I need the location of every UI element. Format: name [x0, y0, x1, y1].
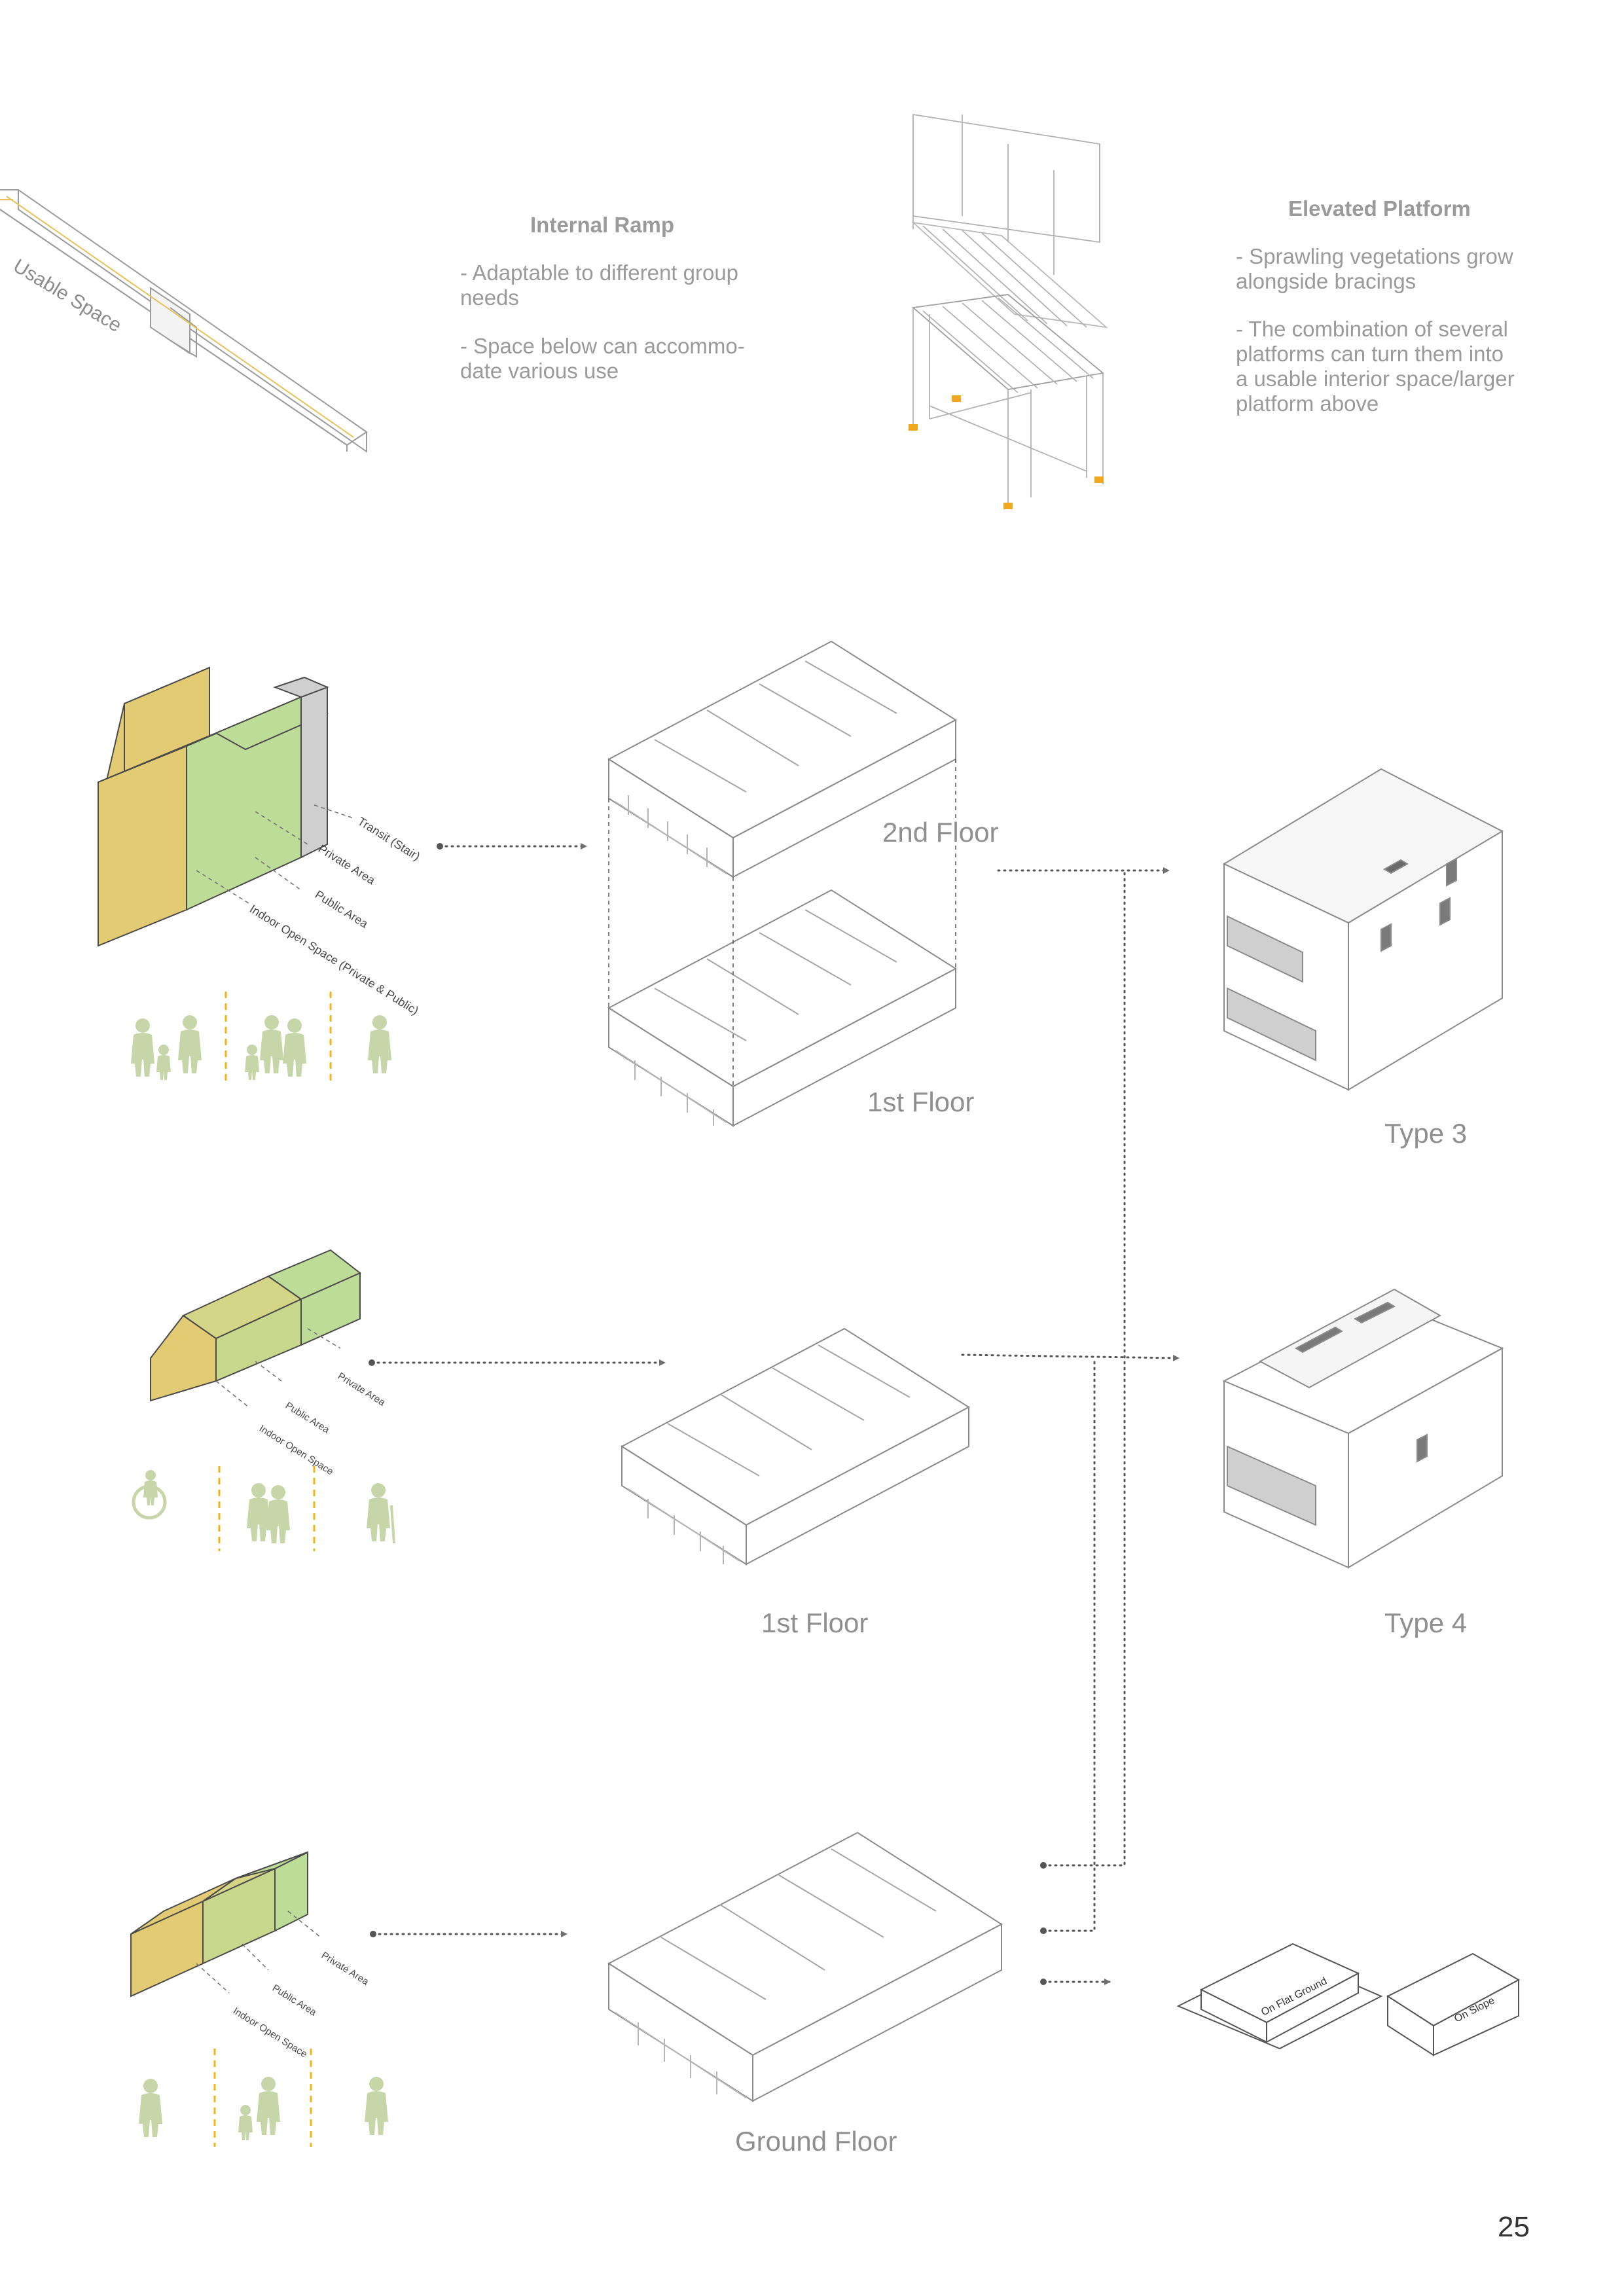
people-single-adult-3	[365, 2077, 388, 2135]
people-group-parent-child	[238, 2077, 280, 2140]
elevated-platform-bullet-2: - The combination of several platforms c…	[1236, 317, 1515, 416]
plan-connector-dashes	[608, 759, 956, 1086]
elevated-platform-bullet-1: - Sprawling vegetations grow alongside b…	[1236, 244, 1513, 293]
site-on-flat-ground	[1176, 1943, 1383, 2050]
separator-line	[218, 1466, 316, 1551]
elevated-platform-diagram	[911, 113, 1108, 504]
internal-ramp-bullet-2: - Space below can accommo- date various …	[460, 334, 745, 383]
massing-block-type3	[98, 666, 329, 947]
massing-leader-lines-type3	[196, 804, 354, 904]
arrow-plan2-to-type4	[961, 1354, 1180, 1361]
type-3-label: Type 3	[1384, 1118, 1468, 1149]
page-number: 25	[1498, 2211, 1530, 2243]
massing-block-ground	[130, 1851, 308, 1998]
label-indoor-open-space-3: Indoor Open Space	[231, 2005, 309, 2060]
label-indoor-open-space-1-line1: Indoor Open Space (Private & Public)	[247, 902, 421, 1017]
plan-1st-floor-type3	[607, 889, 957, 1127]
label-indoor-open-space-1: Indoor Open Space (Private & Public)	[247, 902, 421, 1017]
label-transit-stair: Transit (Stair)	[355, 814, 422, 863]
internal-ramp-heading: Internal Ramp	[530, 213, 675, 237]
plan-1st-floor-type4	[621, 1327, 970, 1566]
people-single-walker	[139, 2079, 162, 2137]
label-public-area-3: Public Area	[270, 1982, 319, 2018]
massing-block-type4	[150, 1249, 361, 1402]
elevated-platform-heading: Elevated Platform	[1288, 196, 1471, 221]
vertical-connector-a	[1042, 869, 1126, 1867]
people-single-adult	[368, 1015, 391, 1073]
flow-arrows	[370, 843, 1180, 1985]
people-group-family-2	[245, 1015, 306, 1080]
floor-label-2nd-floor: 2nd Floor	[882, 817, 999, 848]
floor-label-1st-floor-middle: 1st Floor	[761, 1607, 869, 1638]
internal-ramp-diagram	[0, 189, 368, 453]
massing-leader-lines-ground	[196, 1910, 321, 1994]
people-group-wheelchair	[132, 1470, 167, 1520]
site-on-slope	[1386, 1952, 1521, 2056]
people-group-couple	[247, 1483, 290, 1543]
internal-ramp-bullet-1: - Adaptable to different group needs	[460, 260, 739, 310]
label-private-area-3: Private Area	[319, 1950, 371, 1988]
type-4-label: Type 4	[1384, 1607, 1468, 1638]
massing-leader-lines-type4	[215, 1328, 341, 1408]
people-group-family	[131, 1015, 202, 1080]
platform-footings	[909, 395, 1104, 509]
people-elderly-with-cane	[367, 1483, 395, 1544]
label-private-area-2: Private Area	[336, 1371, 388, 1408]
separator-line	[213, 2049, 312, 2147]
floor-label-ground-floor: Ground Floor	[735, 2126, 897, 2157]
building-type4	[1222, 1288, 1504, 1569]
plan-2nd-floor-type3	[607, 640, 957, 878]
floor-label-1st-floor-top: 1st Floor	[867, 1086, 975, 1117]
label-public-area-1: Public Area	[313, 888, 371, 931]
plan-ground-floor	[607, 1831, 1003, 2102]
building-type3	[1222, 768, 1504, 1091]
label-private-area-1: Private Area	[316, 842, 378, 887]
label-public-area-2: Public Area	[283, 1400, 332, 1436]
separator-line	[225, 992, 332, 1083]
flow-dots	[369, 843, 1047, 1985]
vertical-connector-b	[1042, 1357, 1096, 1932]
